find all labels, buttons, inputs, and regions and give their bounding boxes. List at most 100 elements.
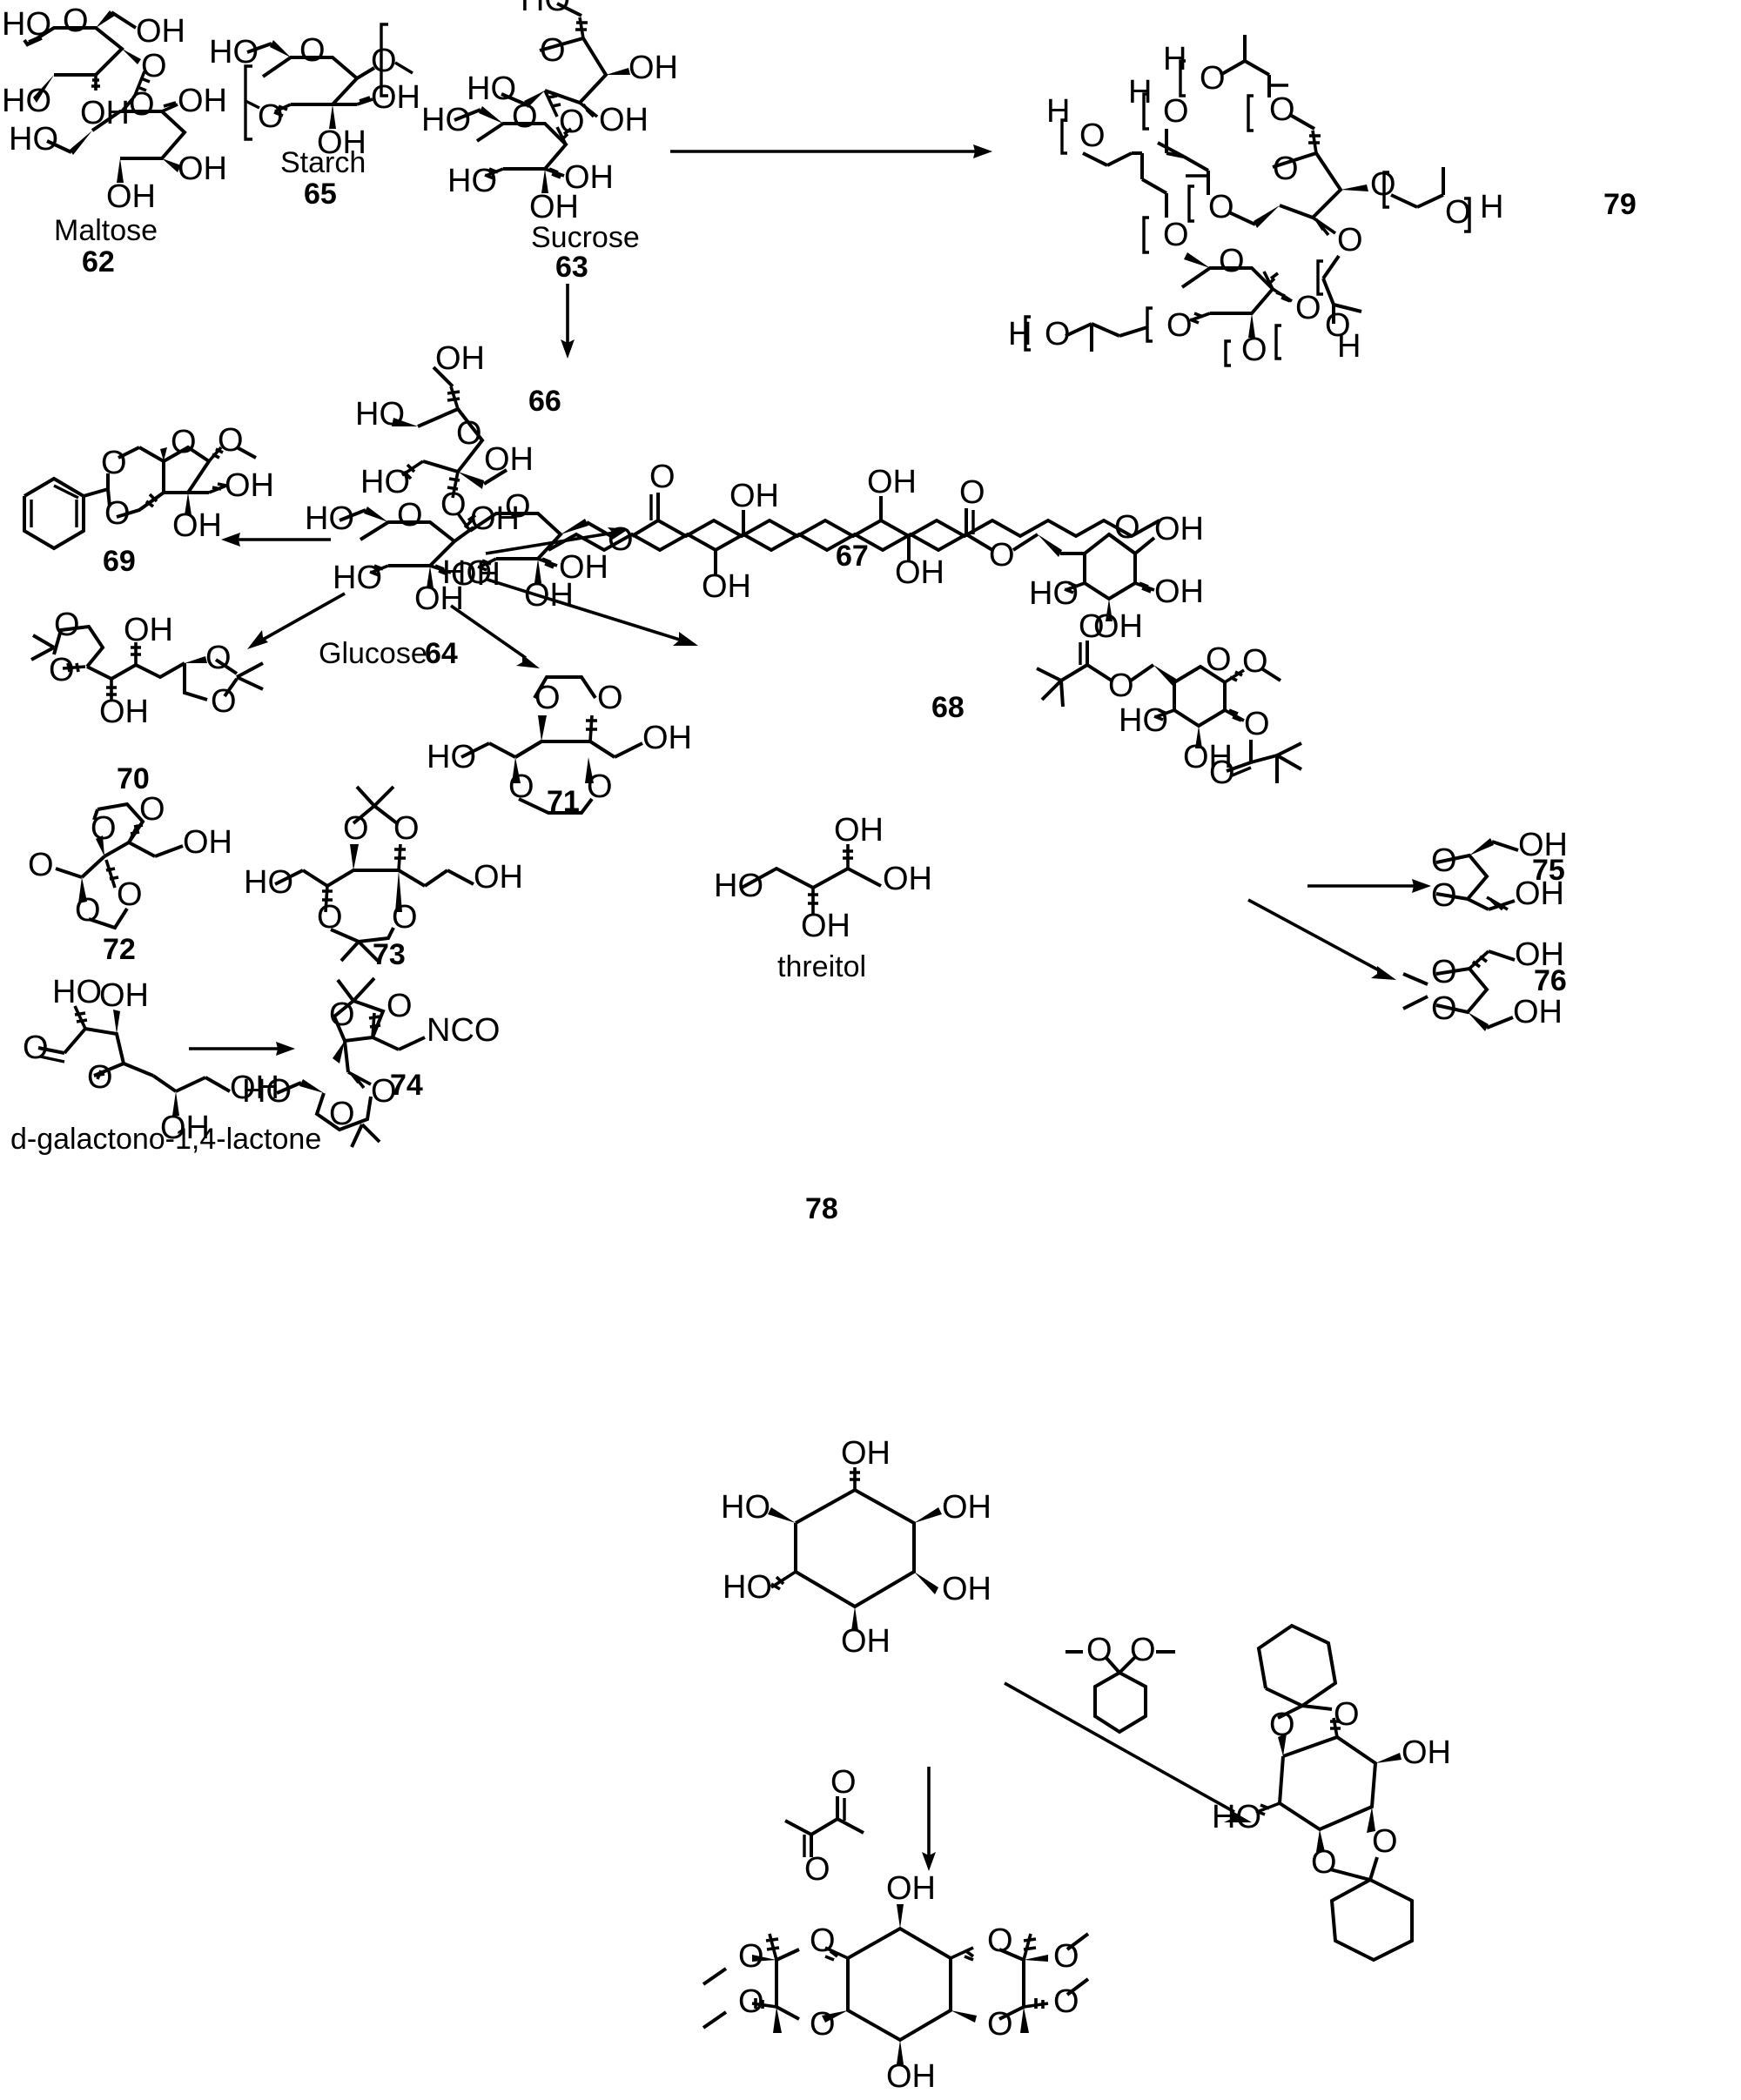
svg-text:H: H bbox=[1480, 189, 1503, 225]
reagent-cyclohexanone-ketal: O O bbox=[1065, 1632, 1175, 1734]
svg-text:O: O bbox=[559, 104, 585, 140]
svg-text:H: H bbox=[1128, 74, 1152, 111]
structure-diacetonide-sorbitol-70: O O OH OH O O bbox=[30, 607, 264, 730]
svg-text:OH: OH bbox=[230, 1070, 279, 1106]
compound-63-number: 63 bbox=[555, 251, 588, 284]
structure-sucrose-ester-66: O OH HO HO OH O O HO OH OH O O OH bbox=[355, 340, 1160, 614]
svg-text:OH: OH bbox=[470, 500, 520, 537]
svg-text:O: O bbox=[959, 474, 985, 511]
svg-text:O: O bbox=[1445, 194, 1471, 231]
svg-text:O: O bbox=[1241, 332, 1267, 368]
structure-bis-methylene-dioxolane-72: O O OH O O O bbox=[28, 791, 232, 930]
svg-text:OH: OH bbox=[106, 178, 156, 215]
svg-text:OH: OH bbox=[178, 151, 227, 187]
svg-text:O: O bbox=[171, 424, 197, 460]
structure-sucrose-63: O HO OH OH HO O O HO HO OH OH bbox=[421, 0, 678, 225]
structure-maltose-62: O HO OH HO OH O O OH OH OH HO bbox=[2, 3, 227, 215]
svg-text:O: O bbox=[117, 876, 143, 913]
svg-text:O: O bbox=[28, 847, 54, 883]
compound-77-number: 78 bbox=[805, 1192, 838, 1225]
structure-starch-65: O HO O O OH OH bbox=[209, 23, 420, 161]
svg-text:HO: HO bbox=[333, 560, 382, 596]
svg-text:HO: HO bbox=[447, 163, 497, 199]
compound-62-number: 62 bbox=[82, 245, 115, 278]
structure-myo-inositol: OH HO OH HO OH OH bbox=[721, 1435, 991, 1660]
svg-text:OH: OH bbox=[99, 977, 149, 1014]
svg-text:OH: OH bbox=[136, 13, 185, 50]
svg-text:O: O bbox=[1431, 990, 1457, 1027]
svg-text:O: O bbox=[649, 459, 676, 495]
svg-text:H: H bbox=[1337, 328, 1361, 365]
svg-text:OH: OH bbox=[160, 1110, 210, 1146]
structure-benzylidene-glucoside-69: O O O O OH OH bbox=[23, 422, 274, 551]
arrow-lactone-to-74 bbox=[189, 1042, 295, 1056]
svg-text:HO: HO bbox=[305, 500, 354, 537]
svg-text:H: H bbox=[1163, 41, 1186, 77]
svg-text:HO: HO bbox=[1212, 1799, 1261, 1835]
svg-text:HO: HO bbox=[1119, 702, 1168, 739]
svg-text:O: O bbox=[1431, 842, 1457, 879]
svg-text:O: O bbox=[1163, 217, 1189, 253]
svg-text:OH: OH bbox=[629, 50, 678, 86]
svg-text:OH: OH bbox=[729, 478, 779, 514]
svg-text:HO: HO bbox=[52, 974, 102, 1010]
arrow-glucose-to-70 bbox=[247, 592, 346, 649]
structure-threitol-methylene-acetal-75: O O OH OH bbox=[1431, 827, 1568, 914]
svg-text:OH: OH bbox=[702, 568, 751, 605]
svg-text:HO: HO bbox=[209, 34, 259, 70]
svg-text:OH: OH bbox=[1093, 608, 1143, 645]
svg-text:O: O bbox=[512, 98, 538, 135]
svg-text:OH: OH bbox=[599, 102, 649, 138]
svg-text:O: O bbox=[505, 488, 531, 525]
structure-dipivaloyl-glucoside-68: O O O O HO OH O O bbox=[1036, 608, 1302, 791]
svg-text:OH: OH bbox=[1154, 574, 1204, 610]
svg-text:O: O bbox=[343, 810, 369, 847]
svg-text:OH: OH bbox=[834, 812, 884, 849]
arrow-glucose-to-68 bbox=[487, 578, 698, 646]
svg-text:OH: OH bbox=[484, 441, 534, 478]
svg-text:O: O bbox=[738, 1983, 764, 2020]
svg-text:HO: HO bbox=[721, 1489, 770, 1526]
svg-text:O: O bbox=[397, 497, 423, 533]
svg-text:OH: OH bbox=[183, 824, 232, 861]
compound-79-number: 79 bbox=[1603, 188, 1637, 221]
svg-text:HO: HO bbox=[9, 121, 58, 158]
svg-text:O: O bbox=[1208, 189, 1234, 225]
compound-69-number: 69 bbox=[103, 545, 136, 578]
svg-text:O: O bbox=[1163, 93, 1189, 130]
svg-text:O: O bbox=[989, 537, 1015, 574]
svg-text:O: O bbox=[1079, 117, 1106, 154]
svg-text:O: O bbox=[205, 640, 232, 676]
svg-text:OH: OH bbox=[559, 549, 608, 586]
svg-text:O: O bbox=[317, 899, 343, 936]
arrow-myo-inositol-to-77 bbox=[1004, 1681, 1252, 1822]
svg-text:OH: OH bbox=[524, 577, 574, 614]
compound-67-number: 67 bbox=[836, 540, 869, 573]
structure-galactose-diacetonide-isocyanate-74: O O NCO O O HO bbox=[242, 976, 500, 1148]
svg-text:O: O bbox=[1242, 643, 1268, 680]
svg-text:O: O bbox=[329, 996, 355, 1033]
arrow-glucose-to-71 bbox=[449, 604, 540, 668]
arrow-threitol-to-76 bbox=[1247, 898, 1396, 980]
svg-text:OH: OH bbox=[172, 507, 222, 544]
compound-76-number: 76 bbox=[1534, 964, 1567, 997]
svg-text:O: O bbox=[211, 683, 237, 720]
svg-text:O: O bbox=[87, 1059, 113, 1096]
svg-text:OH: OH bbox=[895, 554, 944, 591]
structure-glucose-ester-67: OH OH O O O OH HO OH OH bbox=[548, 474, 1204, 645]
svg-text:HO: HO bbox=[244, 864, 293, 901]
svg-text:O: O bbox=[1372, 1823, 1398, 1860]
svg-text:OH: OH bbox=[1513, 994, 1563, 1030]
compound-74-number: 74 bbox=[390, 1069, 423, 1102]
svg-text:O: O bbox=[810, 2006, 836, 2043]
svg-text:O: O bbox=[299, 32, 326, 69]
svg-text:OH: OH bbox=[124, 612, 173, 648]
svg-text:O: O bbox=[371, 43, 397, 79]
svg-text:OH: OH bbox=[867, 464, 917, 500]
svg-text:O: O bbox=[1244, 706, 1270, 742]
svg-text:OH: OH bbox=[1154, 511, 1204, 547]
svg-text:HO: HO bbox=[723, 1569, 772, 1606]
svg-text:O: O bbox=[101, 445, 127, 481]
compound-64-number: 64 bbox=[425, 637, 458, 670]
